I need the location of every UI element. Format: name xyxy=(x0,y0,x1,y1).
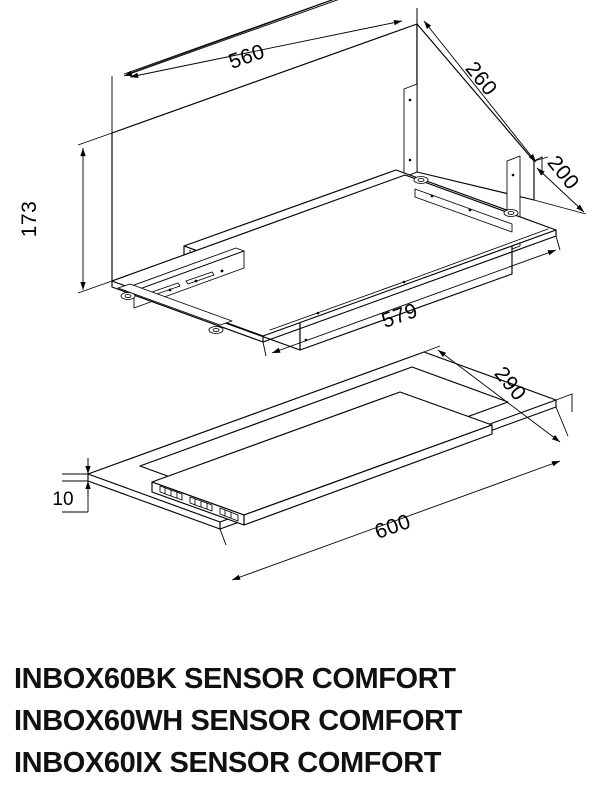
dimension-label-200: 200 xyxy=(543,151,584,194)
dimension-label-560: 560 xyxy=(226,40,268,74)
right-mounting-rail xyxy=(414,188,513,233)
dimension-173: 173 xyxy=(18,132,113,294)
model-label-bk: INBOX60BK SENSOR COMFORT xyxy=(14,663,456,695)
dimension-line-560 xyxy=(129,19,403,79)
dimension-579: 579 xyxy=(262,235,561,357)
lower-assembly-front-panel xyxy=(87,351,557,530)
right-screw-bosses xyxy=(413,176,519,217)
dimension-label-173: 173 xyxy=(18,201,41,238)
model-labels-block: INBOX60BK SENSOR COMFORT INBOX60WH SENSO… xyxy=(14,663,463,779)
dimension-label-600: 600 xyxy=(372,510,414,544)
model-label-ix: INBOX60IX SENSOR COMFORT xyxy=(14,747,442,779)
right-rear-post xyxy=(403,83,418,178)
left-screw-bosses xyxy=(120,292,224,334)
dimension-10: 10 xyxy=(52,458,91,513)
dimension-label-10: 10 xyxy=(52,489,73,510)
left-bracket-arm xyxy=(117,283,233,326)
model-label-wh: INBOX60WH SENSOR COMFORT xyxy=(14,705,463,737)
